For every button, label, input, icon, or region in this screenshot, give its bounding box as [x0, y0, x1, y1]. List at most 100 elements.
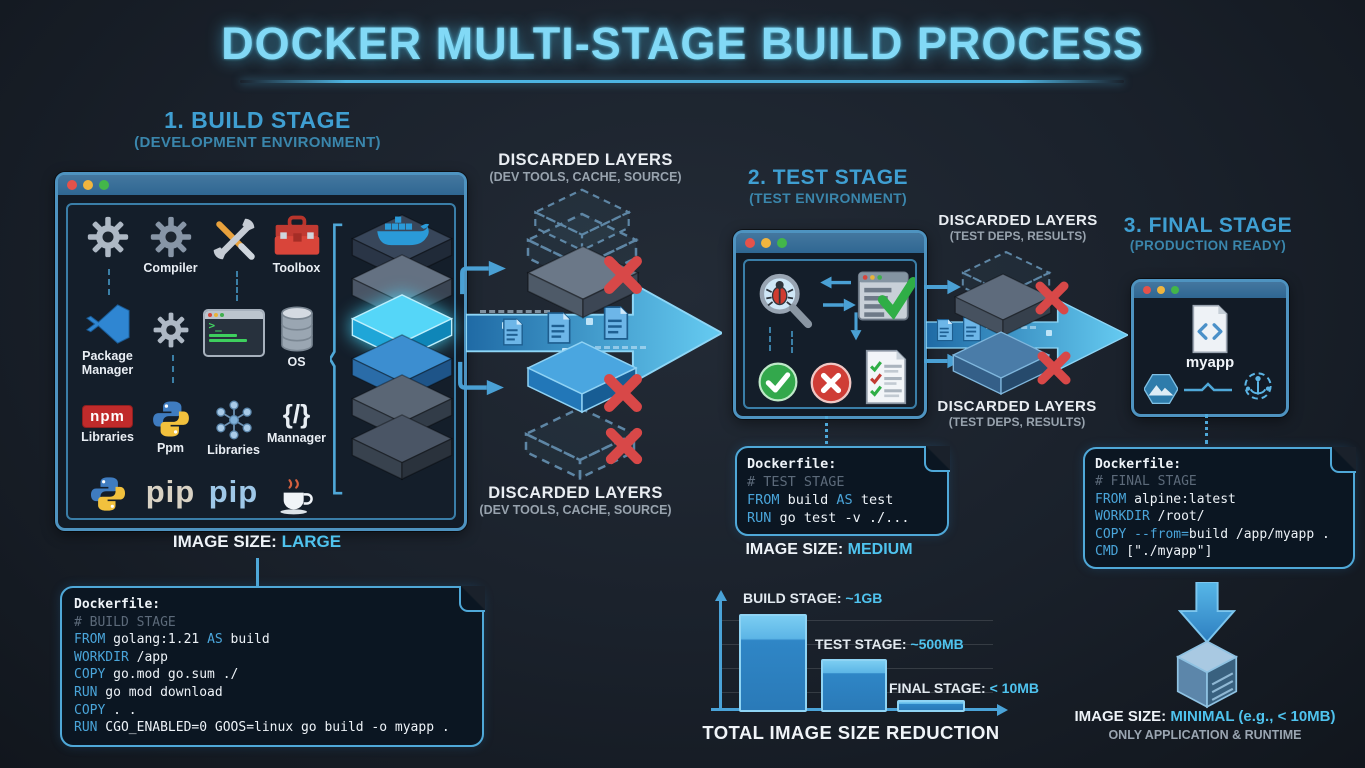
- test-results-window-icon: [857, 267, 915, 325]
- y-axis-arrowhead: [714, 590, 727, 601]
- red-x-icon: [1034, 348, 1074, 388]
- npm-icon: npm: [82, 405, 133, 428]
- anchor-compass-icon: [1242, 370, 1274, 402]
- chart-title: TOTAL IMAGE SIZE REDUCTION: [702, 722, 1000, 743]
- app-name: myapp: [1185, 354, 1235, 371]
- layer-os: [346, 413, 458, 481]
- test-image-size: IMAGE SIZE: MEDIUM: [745, 541, 913, 558]
- test-dockerfile: Dockerfile: # TEST STAGE FROM build AS t…: [735, 445, 950, 536]
- python-icon: [151, 399, 191, 439]
- window-titlebar: [1134, 282, 1286, 298]
- stage1-heading: 1. BUILD STAGE: [164, 107, 351, 133]
- bar-build-stage: [739, 614, 807, 712]
- pip-wordmark: pip: [208, 474, 259, 509]
- tool-java: [265, 471, 328, 527]
- gear-icon: [86, 215, 130, 259]
- tool-toolbox: Toolbox: [265, 211, 328, 297]
- stage2-heading: 2. TEST STAGE: [747, 166, 909, 189]
- tool-libraries: Libraries: [202, 395, 265, 471]
- tool-pip2: pip: [202, 471, 265, 527]
- discarded-dev-label-top: DISCARDED LAYERS (DEV TOOLS, CACHE, SOUR…: [489, 151, 682, 184]
- braces-icon: {/}: [282, 399, 311, 429]
- minimal-image-cube-icon: [1172, 638, 1242, 712]
- tool-crossed-tools: [202, 211, 265, 297]
- y-axis: [719, 600, 722, 710]
- pip-wordmark: pip: [145, 474, 196, 509]
- x-axis-arrowhead: [997, 703, 1008, 716]
- final-stage-window: myapp: [1131, 279, 1289, 417]
- link-line-icon: [1184, 382, 1232, 392]
- bar-test-stage: [821, 659, 887, 712]
- python-icon: [89, 475, 127, 513]
- page-title: DOCKER MULTI-STAGE BUILD PROCESS: [221, 18, 1144, 69]
- tool-compiler: Compiler: [139, 211, 202, 297]
- coffee-icon: [277, 475, 317, 517]
- stage2-subheading: (TEST ENVIRONMENT): [749, 190, 907, 206]
- bar-label-test: TEST STAGE: ~500MB: [815, 636, 964, 652]
- dogear-corner: [923, 445, 950, 472]
- build-dockerfile: Dockerfile: # BUILD STAGE FROM golang:1.…: [60, 585, 485, 747]
- dogear-corner: [458, 585, 485, 612]
- molecule-icon: [213, 399, 255, 441]
- dev-tools-grid: Compiler Toolbox Package Manager: [76, 211, 328, 527]
- tool-os: OS: [265, 297, 328, 395]
- bar-final-stage: [897, 700, 965, 712]
- layer-stack-brace: [330, 223, 344, 495]
- tool-terminal: >_: [202, 297, 265, 395]
- discarded-dev-label-bottom: DISCARDED LAYERS (DEV TOOLS, CACHE, SOUR…: [479, 484, 672, 517]
- connector-line: [236, 271, 238, 301]
- minimize-icon: [83, 180, 93, 190]
- build-image-size: IMAGE SIZE: LARGE: [172, 532, 342, 551]
- bar-label-final: FINAL STAGE: < 10MB: [889, 680, 1040, 696]
- checklist-doc-icon: [863, 349, 909, 405]
- pass-check-icon: [757, 361, 799, 403]
- connector-line: [108, 269, 110, 295]
- tool-gear-small: [139, 297, 202, 395]
- compiler-gear-icon: [149, 215, 193, 259]
- maximize-icon: [777, 238, 787, 248]
- discarded-test-label-bottom: DISCARDED LAYERS (TEST DEPS, RESULTS): [937, 398, 1097, 429]
- tool-python-pm: Ppm: [139, 395, 202, 471]
- toolbox-icon: [271, 215, 323, 259]
- final-dockerfile: Dockerfile: # FINAL STAGE FROM alpine:la…: [1083, 446, 1356, 570]
- magnifier-bug-icon: [753, 269, 817, 333]
- code-file-icon: [1190, 304, 1230, 354]
- window-titlebar: [58, 175, 464, 195]
- close-icon: [67, 180, 77, 190]
- stage1-heading-block: 1. BUILD STAGE (DEVELOPMENT ENVIRONMENT): [75, 107, 440, 151]
- stage3-heading: 3. FINAL STAGE: [1123, 214, 1293, 237]
- build-window-panel: Compiler Toolbox Package Manager: [66, 203, 456, 520]
- maximize-icon: [99, 180, 109, 190]
- terminal-icon: >_: [202, 309, 265, 357]
- connector-line: [825, 416, 828, 444]
- red-x-icon: [600, 370, 646, 416]
- close-icon: [1143, 286, 1151, 294]
- arrow-left-icon: [819, 275, 853, 290]
- discarded-test-label-top: DISCARDED LAYERS (TEST DEPS, RESULTS): [938, 212, 1098, 243]
- minimize-icon: [1157, 286, 1165, 294]
- tool-npm: npm Libraries: [76, 395, 139, 471]
- red-x-icon: [602, 424, 646, 468]
- connector-line: [172, 355, 174, 383]
- red-x-icon: [600, 252, 646, 298]
- test-window-panel: [743, 259, 917, 409]
- minimize-icon: [761, 238, 771, 248]
- tool-package-manager: Package Manager: [76, 297, 139, 395]
- final-image-size: IMAGE SIZE: MINIMAL (e.g., < 10MB): [1074, 708, 1336, 725]
- test-stage-window: [733, 230, 927, 419]
- close-icon: [745, 238, 755, 248]
- stage3-subheading: (PRODUCTION READY): [1129, 238, 1287, 253]
- stage1-subheading: (DEVELOPMENT ENVIRONMENT): [134, 134, 381, 151]
- down-arrow-icon: [1178, 582, 1236, 644]
- tool-python2: [76, 471, 139, 527]
- dogear-corner: [1329, 446, 1356, 473]
- fail-x-icon: [809, 361, 853, 405]
- bar-label-build: BUILD STAGE: ~1GB: [743, 590, 883, 606]
- docker-whale-icon: [374, 215, 430, 249]
- runtime-note: ONLY APPLICATION & RUNTIME: [1108, 728, 1302, 742]
- connector-line: [1205, 414, 1208, 444]
- image-layer-stack: [346, 213, 458, 509]
- stage3-heading-block: 3. FINAL STAGE (PRODUCTION READY): [1118, 214, 1298, 253]
- alpine-icon: [1144, 374, 1178, 404]
